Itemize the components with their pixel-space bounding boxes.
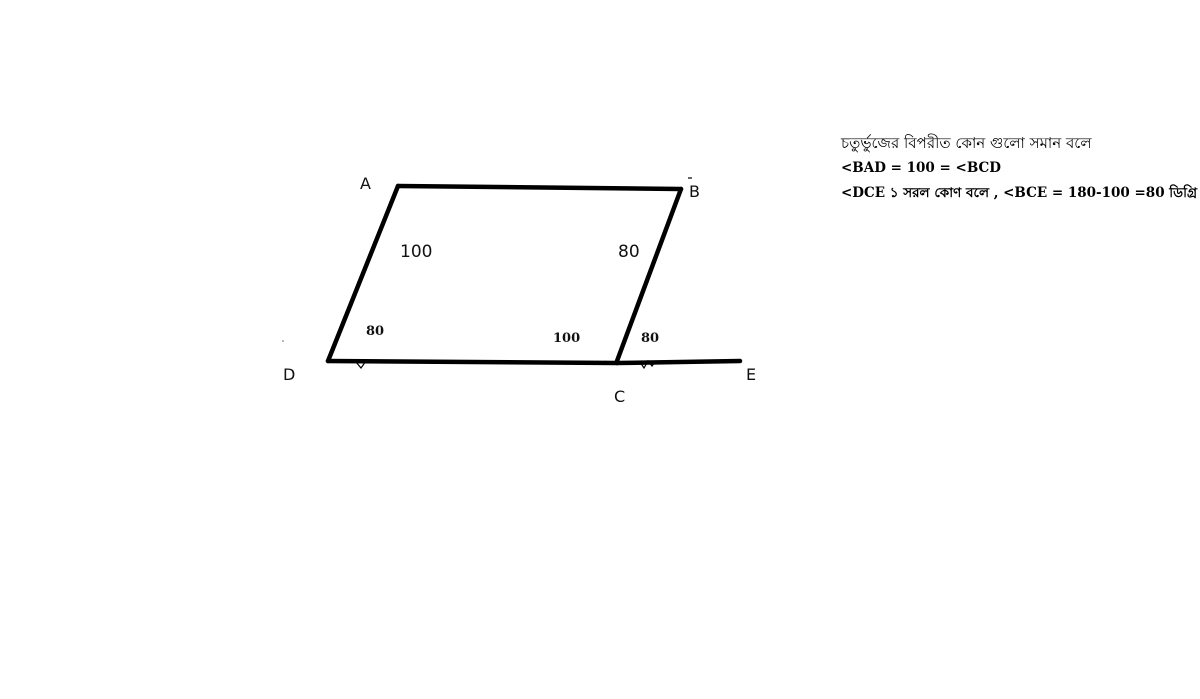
angle-label-c-exterior: 80 <box>641 331 659 346</box>
edge-bc <box>614 186 684 364</box>
angle-mark-c-left <box>585 360 607 365</box>
edge-ce <box>614 358 743 366</box>
angle-mark-c-right <box>639 359 657 370</box>
vertex-label-d: D <box>283 365 295 384</box>
edge-ad <box>325 183 401 364</box>
solution-notes: চতুর্ভুজের বিপরীত কোন গুলো সমান বলে <BAD… <box>841 131 1198 206</box>
vertex-label-e: E <box>746 365 756 384</box>
note-line-3: <DCE ১ সরল কোণ বলে , <BCE = 180-100 =80 … <box>841 185 1198 201</box>
stray-dot-d <box>282 340 284 342</box>
vertex-label-a: A <box>360 174 371 193</box>
angle-label-c-interior: 100 <box>553 331 580 346</box>
angle-mark-d <box>355 360 367 369</box>
angle-label-b: 80 <box>618 242 640 262</box>
angle-label-d: 80 <box>366 324 384 339</box>
vertex-label-b: B <box>689 182 700 201</box>
angle-label-a: 100 <box>400 242 432 262</box>
note-line-2: <BAD = 100 = <BCD <box>841 160 1001 176</box>
note-line-1: চতুর্ভুজের বিপরীত কোন গুলো সমান বলে <box>841 134 1092 152</box>
vertex-label-c: C <box>614 387 625 406</box>
edge-dc <box>325 358 620 366</box>
edge-ab <box>395 183 684 192</box>
